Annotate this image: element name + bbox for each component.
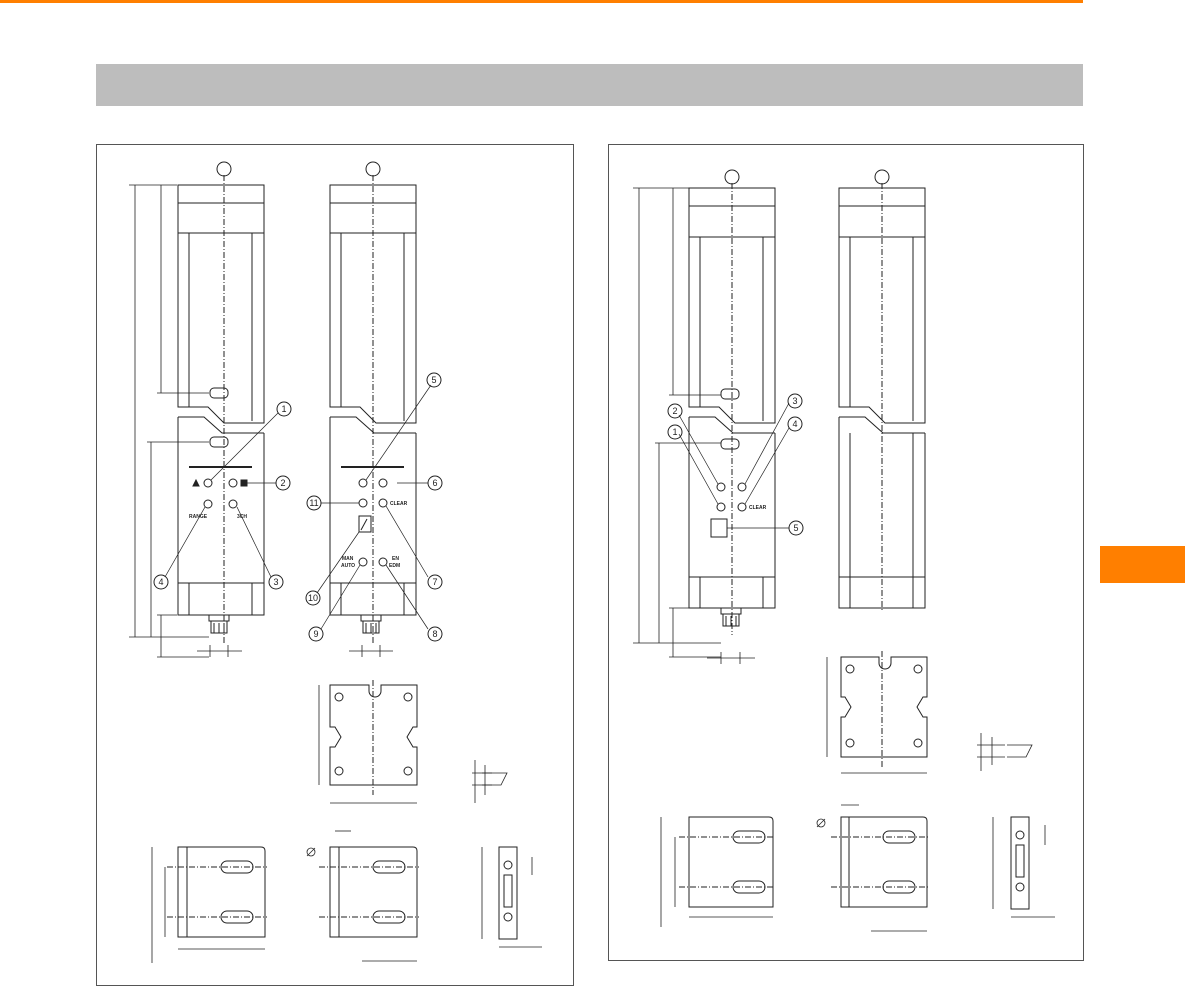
callout-5: [426, 372, 442, 388]
bracket-front-view: [151, 846, 267, 963]
svg-text:2: 2: [280, 478, 285, 488]
rx-bracket-side-view: [816, 804, 929, 932]
receiver-back-device: [838, 183, 926, 610]
receiver-front-device: [688, 183, 776, 635]
top-accent-rule: [0, 0, 1083, 3]
svg-text:1: 1: [672, 427, 677, 437]
callout-2: [275, 475, 291, 491]
clear-label: CLEAR: [749, 505, 767, 511]
view-marker-back: [874, 169, 890, 185]
callout-9: [308, 626, 324, 642]
svg-text:5: 5: [793, 523, 798, 533]
front-view-device: [177, 175, 265, 645]
led-rx-3: [737, 482, 747, 492]
svg-text:10: 10: [308, 593, 318, 603]
rx-bracket-side-profile: [977, 733, 1033, 771]
view-marker-front: [216, 161, 232, 177]
rx-bracket-front-view: [660, 816, 775, 927]
section-header-bar: [96, 64, 1083, 106]
left-drawing-panel: RANGE 3CH: [96, 144, 574, 986]
svg-text:3: 3: [792, 396, 797, 406]
svg-text:5: 5: [431, 375, 436, 385]
callout-4: [787, 416, 803, 432]
callout-6: [427, 475, 443, 491]
callout-10: [305, 590, 321, 606]
view-marker-front: [724, 169, 740, 185]
edm-label: EDM: [389, 563, 400, 569]
callout-1: [667, 424, 683, 440]
view-marker-back: [365, 161, 381, 177]
svg-text:3: 3: [273, 577, 278, 587]
svg-text:7: 7: [432, 577, 437, 587]
led-front-1: [203, 478, 213, 488]
led-front-3: [228, 499, 238, 509]
rx-callout-leaders: [678, 402, 790, 529]
warning-icon: [192, 478, 200, 487]
svg-text:2: 2: [672, 406, 677, 416]
svg-text:4: 4: [792, 419, 797, 429]
svg-text:9: 9: [313, 629, 318, 639]
man-label: MAN: [342, 556, 354, 562]
square-icon: [240, 479, 248, 487]
auto-label: AUTO: [341, 563, 355, 569]
right-drawing-panel: CLEAR: [608, 144, 1084, 961]
led-back-6: [378, 478, 388, 488]
led-rx-2: [716, 482, 726, 492]
led-back-7: [378, 498, 388, 508]
led-rx-4: [737, 502, 747, 512]
bracket-side-view: [306, 830, 419, 962]
led-back-5: [358, 478, 368, 488]
callout-3: [787, 393, 803, 409]
rx-bracket-edge-view: [992, 816, 1055, 918]
rx-bracket-top-view: [826, 651, 928, 774]
chapter-side-tab: [1100, 546, 1185, 583]
svg-text:11: 11: [309, 498, 318, 508]
led-front-2: [228, 478, 238, 488]
led-back-8: [378, 557, 388, 567]
svg-text:1: 1: [281, 404, 286, 414]
rx-dimensions: [633, 187, 755, 664]
callout-7: [427, 574, 443, 590]
bracket-side-profile: [472, 760, 508, 803]
callout-5: [788, 520, 804, 536]
bracket-edge-view: [481, 846, 542, 948]
back-view-device: [329, 175, 417, 657]
bracket-top-view: [318, 680, 418, 804]
svg-text:4: 4: [158, 577, 163, 587]
led-rx-1: [716, 502, 726, 512]
led-front-4: [203, 499, 213, 509]
callout-3: [268, 574, 284, 590]
callout-1: [276, 401, 292, 417]
svg-text:6: 6: [432, 478, 437, 488]
range-label: RANGE: [189, 514, 208, 520]
en-label: EN: [392, 556, 399, 562]
led-back-9: [358, 557, 368, 567]
callout-4: [153, 574, 169, 590]
clear-label: CLEAR: [390, 501, 408, 507]
led-back-11: [358, 498, 368, 508]
svg-text:8: 8: [432, 629, 437, 639]
callout-11: [306, 495, 322, 511]
callout-leaders: [164, 384, 432, 630]
front-dimensions: [129, 184, 242, 658]
callout-2: [667, 403, 683, 419]
callout-8: [427, 626, 443, 642]
